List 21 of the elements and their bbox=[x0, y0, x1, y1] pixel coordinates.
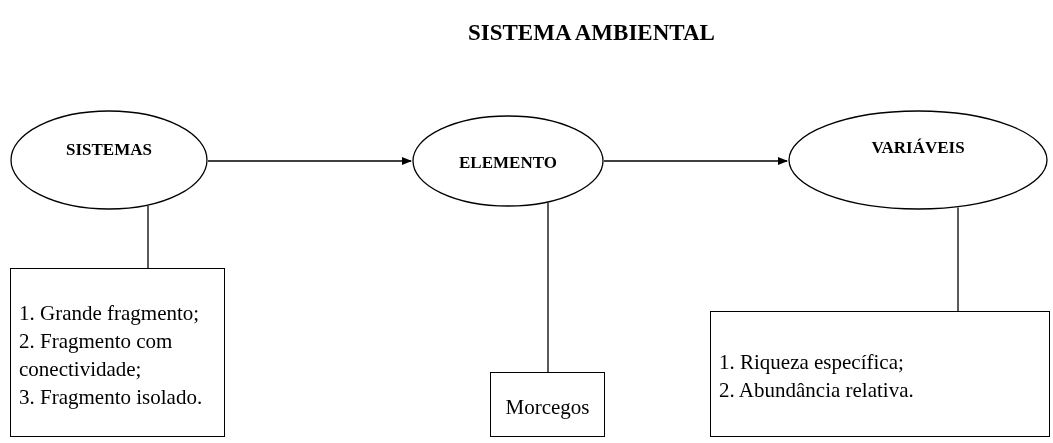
list-item: Morcegos bbox=[504, 393, 591, 421]
list-item: 2. Fragmento com conectividade; bbox=[19, 327, 174, 383]
arrow bbox=[603, 157, 789, 165]
list-item: 1. Grande fragmento; bbox=[19, 299, 201, 327]
diagram-title: SISTEMA AMBIENTAL bbox=[468, 19, 715, 47]
connector-line bbox=[147, 205, 149, 269]
list-item: 2. Abundância relativa. bbox=[719, 377, 915, 404]
text-box bbox=[490, 372, 605, 437]
arrow bbox=[207, 157, 412, 165]
list-item: 3. Fragmento isolado. bbox=[19, 383, 204, 411]
list-item: 1. Riqueza específica; bbox=[719, 349, 905, 376]
node-label: VARIÁVEIS bbox=[871, 137, 965, 160]
text-box bbox=[10, 268, 225, 437]
ellipse-node bbox=[788, 110, 1048, 210]
connector-line bbox=[957, 206, 959, 312]
node-label: ELEMENTO bbox=[459, 152, 557, 175]
connector-line bbox=[547, 202, 549, 373]
ellipse-node bbox=[10, 110, 208, 210]
text-box bbox=[710, 311, 1050, 437]
ellipse-node bbox=[412, 115, 604, 207]
node-label: SISTEMAS bbox=[66, 139, 152, 162]
